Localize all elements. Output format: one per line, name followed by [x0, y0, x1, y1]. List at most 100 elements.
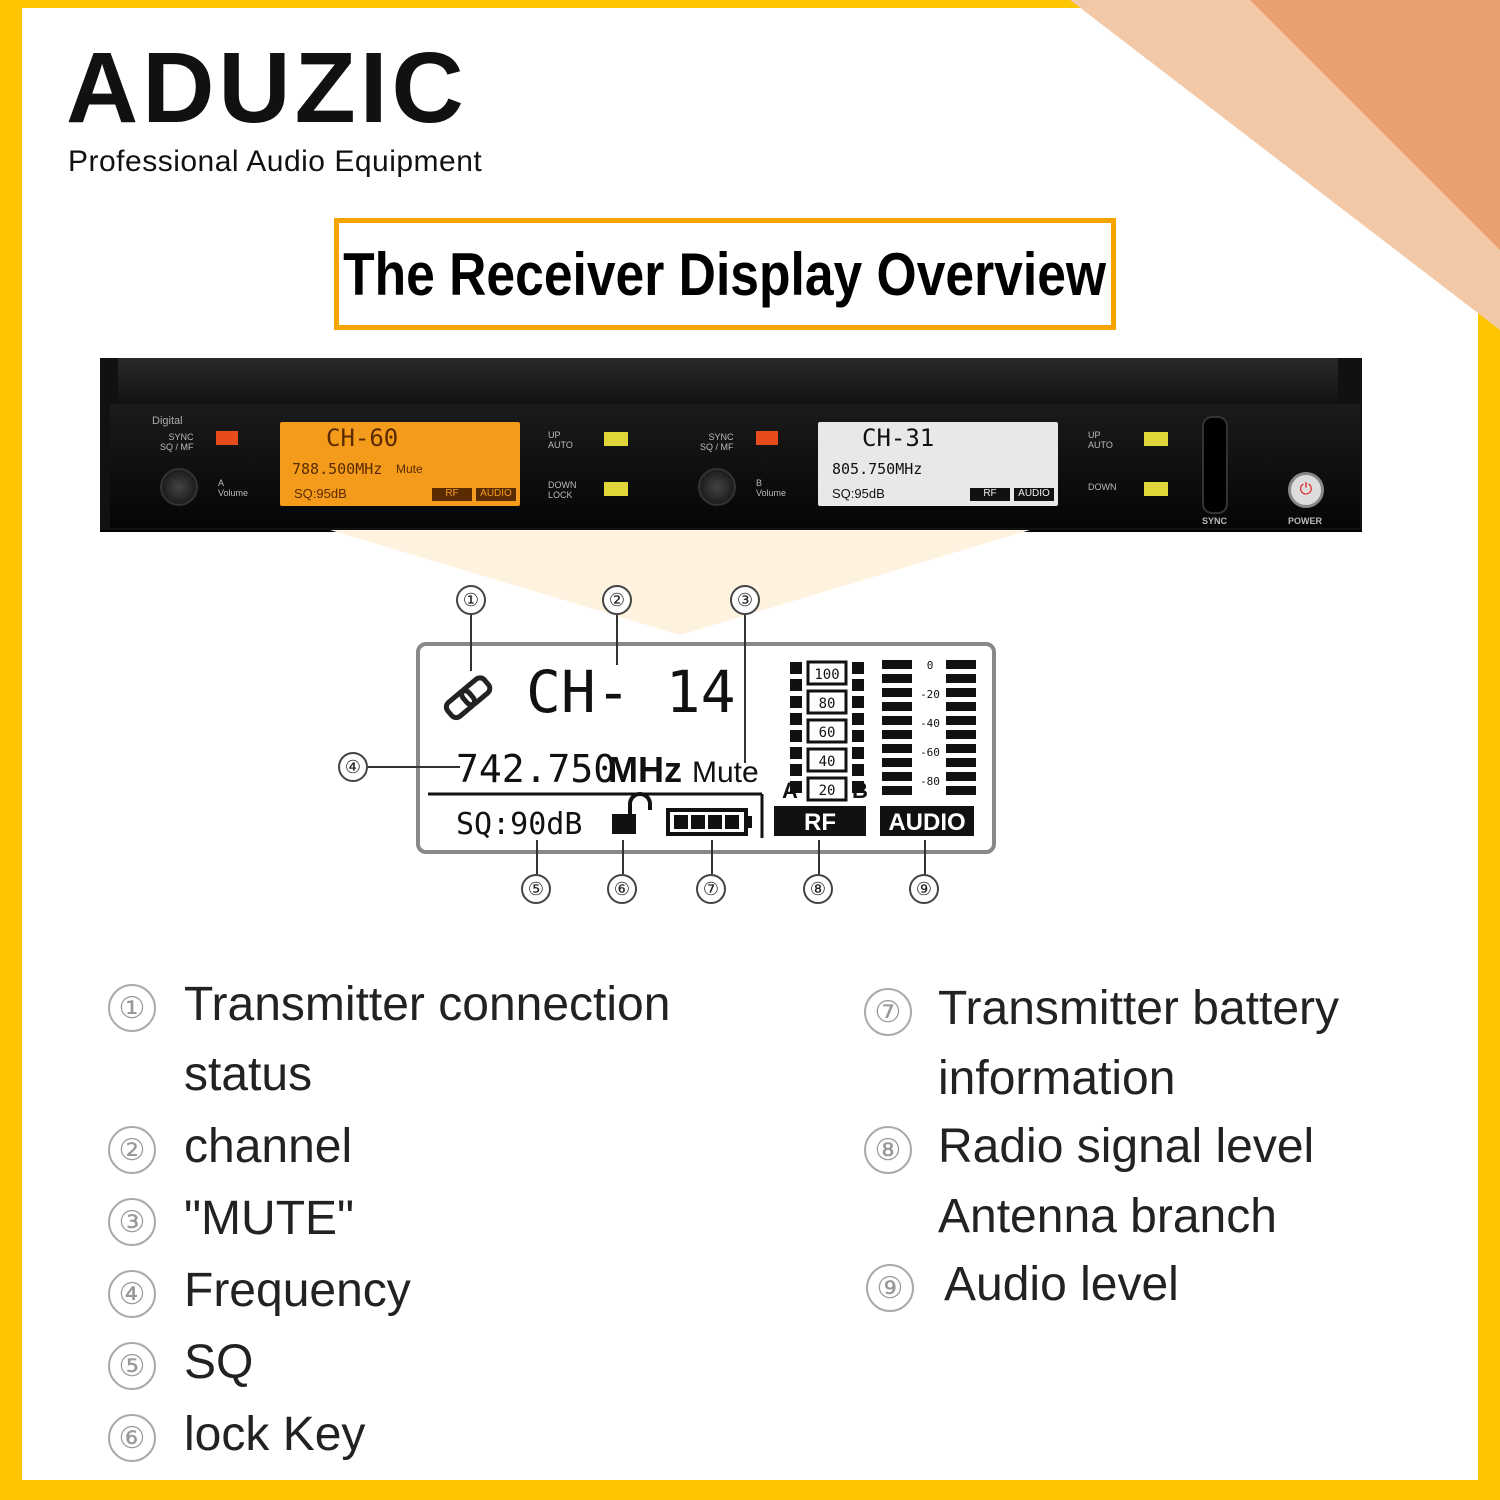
rf-tick-box: [806, 660, 848, 686]
rf-tick-box: [806, 718, 848, 744]
callout-7: ⑦: [696, 874, 726, 904]
audio-tick-label: 0: [927, 659, 934, 672]
legend-item-3: "MUTE": [184, 1192, 355, 1245]
leader-4: [368, 766, 460, 768]
page-title: The Receiver Display Overview: [343, 240, 1107, 308]
rf-bar-a: [790, 747, 802, 759]
sync-window: [1202, 416, 1228, 514]
lock-icon: [612, 792, 652, 834]
lcd-audio-box: [880, 806, 974, 836]
antenna-b-label: B: [852, 778, 868, 803]
callout-4: ④: [338, 752, 368, 782]
volume-knob-a[interactable]: [160, 468, 198, 506]
rf-bar-a: [790, 662, 802, 674]
audio-tick-label: -60: [920, 746, 940, 759]
leader-2: [616, 615, 618, 665]
legend-item-4: Frequency: [184, 1264, 411, 1317]
lcd-channel: CH- 14: [526, 658, 736, 726]
up-button-b[interactable]: [1144, 432, 1168, 446]
lcd-b: CH-31 805.750MHz SQ:95dB RF AUDIO: [818, 422, 1058, 506]
sync-label: SYNC: [1202, 516, 1228, 526]
lcd-b-rf: RF: [970, 488, 1010, 501]
down-button-a[interactable]: [604, 482, 628, 496]
rf-bar-b: [852, 781, 864, 793]
lcd-rf-box: [774, 806, 866, 836]
legend-num-8: ⑧: [864, 1126, 912, 1174]
audio-bar-left: [882, 744, 912, 753]
legend-num-7: ⑦: [864, 988, 912, 1036]
lcd-freq-number: 742.750: [456, 747, 616, 791]
callout-3: ③: [730, 585, 760, 615]
sync-sq-label-b: SYNC SQ / MF: [700, 432, 734, 452]
audio-bar-left: [882, 660, 912, 669]
callout-1: ①: [456, 585, 486, 615]
rf-tick-label: 20: [819, 783, 836, 799]
audio-bar-right: [946, 716, 976, 725]
lcd-b-audio: AUDIO: [1014, 488, 1054, 501]
brand-tagline: Professional Audio Equipment: [68, 145, 483, 178]
legend-num-1: ①: [108, 984, 156, 1032]
rf-tick-label: 100: [814, 667, 839, 683]
corner-decoration-dark: [1250, 0, 1500, 250]
sync-sq-label-a: SYNC SQ / MF: [160, 432, 194, 452]
legend-item-5: SQ: [184, 1336, 254, 1389]
audio-bar-right: [946, 688, 976, 697]
audio-meter: 0-20-40-60-80: [882, 659, 976, 795]
rf-tick-label: 80: [819, 696, 836, 712]
lcd-b-channel: CH-31: [862, 424, 935, 452]
vol-label-b: Volume: [756, 488, 787, 498]
rf-bar-a: [790, 764, 802, 776]
down-lock-label-a: DOWN LOCK: [548, 480, 577, 500]
power-icon[interactable]: ⏻: [1288, 472, 1324, 508]
vol-letter-b: B: [756, 478, 763, 488]
rf-bar-a: [790, 781, 802, 793]
legend-item-7: Transmitter battery information: [938, 982, 1339, 1105]
lcd-sq: SQ:90dB: [456, 807, 582, 842]
legend-num-9: ⑨: [866, 1264, 914, 1312]
receiver-top-panel: [118, 358, 1338, 406]
rf-bar-b: [852, 696, 864, 708]
callout-6: ⑥: [607, 874, 637, 904]
audio-bar-left: [882, 730, 912, 739]
audio-bar-left: [882, 772, 912, 781]
rf-bar-a: [790, 696, 802, 708]
leader-1: [470, 615, 472, 671]
volume-knob-b[interactable]: [698, 468, 736, 506]
leader-5: [536, 840, 538, 874]
vol-label-a: Volume: [218, 488, 249, 498]
antenna-a-label: A: [782, 778, 798, 803]
leader-8: [818, 840, 820, 874]
audio-bar-left: [882, 758, 912, 767]
rf-bar-a: [790, 730, 802, 742]
legend-item-2: channel: [184, 1120, 353, 1173]
audio-tick-label: -40: [920, 717, 940, 730]
audio-bar-left: [882, 674, 912, 683]
rf-bar-b: [852, 713, 864, 725]
rf-bar-a: [790, 679, 802, 691]
rf-bar-b: [852, 662, 864, 674]
legend-num-2: ②: [108, 1126, 156, 1174]
legend-num-3: ③: [108, 1198, 156, 1246]
vol-letter-a: A: [218, 478, 225, 488]
lcd-b-sq: SQ:95dB: [832, 486, 885, 501]
leader-6: [622, 840, 624, 874]
rf-tick-label: 40: [819, 754, 836, 770]
brand-logo: ADUZIC: [66, 32, 468, 144]
audio-tick-label: -80: [920, 775, 940, 788]
rf-tick-box: [806, 776, 848, 802]
audio-bar-left: [882, 716, 912, 725]
up-button-a[interactable]: [604, 432, 628, 446]
lcd-rf-label: RF: [804, 809, 836, 836]
rf-bar-b: [852, 747, 864, 759]
audio-bar-right: [946, 730, 976, 739]
down-button-b[interactable]: [1144, 482, 1168, 496]
legend-item-8: Radio signal level Antenna branch: [938, 1120, 1315, 1243]
up-auto-label-b: UP AUTO: [1088, 430, 1113, 450]
audio-bar-left: [882, 702, 912, 711]
audio-bar-right: [946, 660, 976, 669]
audio-bar-left: [882, 786, 912, 795]
lcd-a-audio: AUDIO: [476, 488, 516, 501]
digital-label: Digital: [152, 415, 183, 427]
battery-icon: [666, 808, 752, 836]
